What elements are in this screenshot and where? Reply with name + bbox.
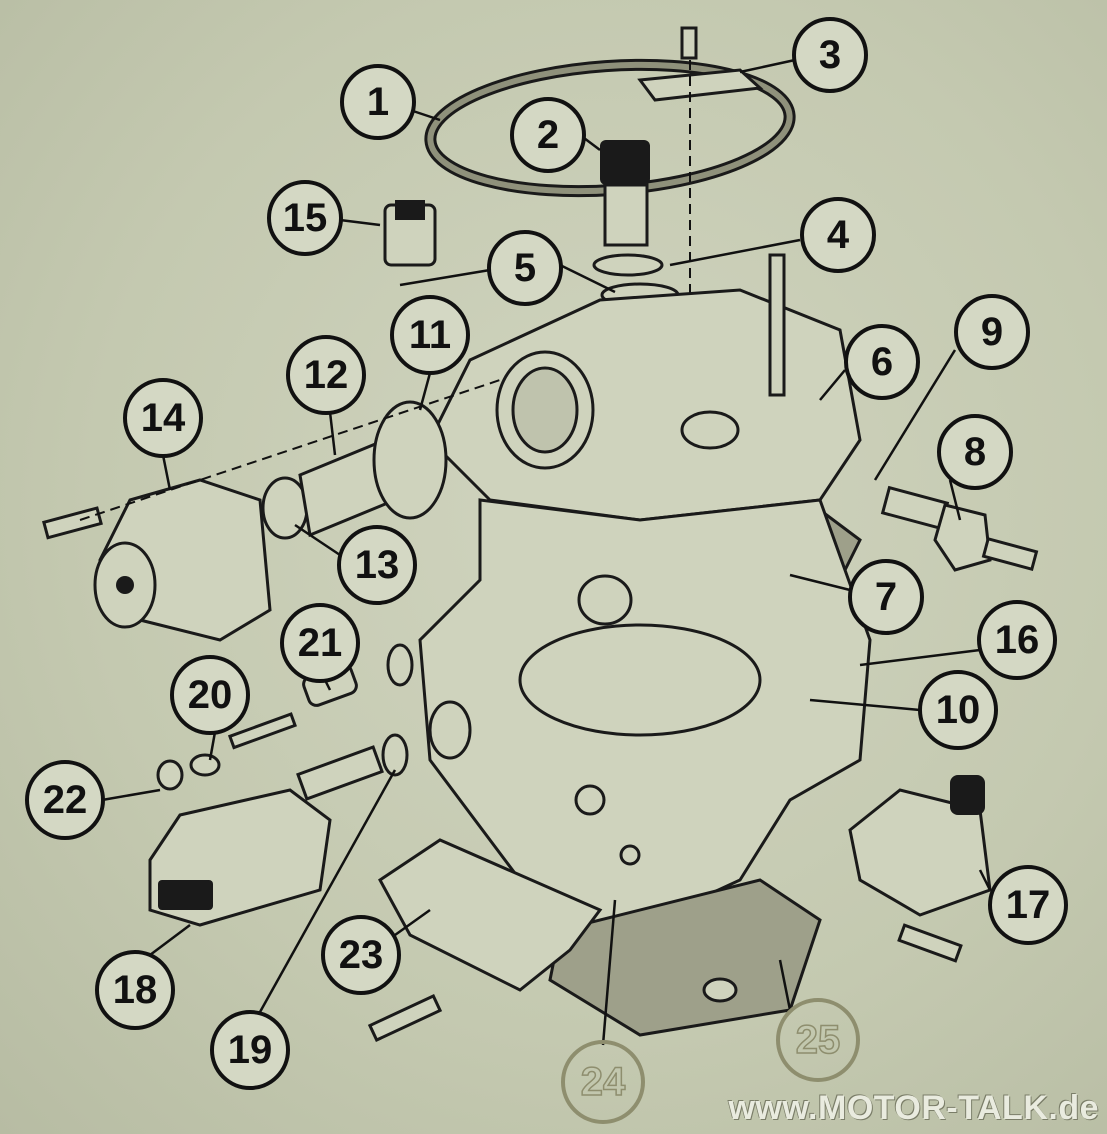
svg-text:20: 20 — [188, 673, 233, 717]
svg-text:11: 11 — [409, 313, 451, 357]
svg-text:10: 10 — [936, 688, 981, 732]
callout-23: 23 — [321, 915, 401, 995]
callout-15: 15 — [267, 180, 343, 256]
svg-text:2: 2 — [537, 113, 559, 157]
callout-25: 25 — [776, 998, 860, 1082]
watermark: www.MOTOR-TALK.de — [728, 1089, 1099, 1127]
callout-22: 22 — [25, 760, 105, 840]
callout-3: 3 — [792, 17, 868, 93]
callout-8: 8 — [937, 414, 1013, 490]
callout-18: 18 — [95, 950, 175, 1030]
callout-11: 11 — [390, 295, 470, 375]
svg-text:23: 23 — [339, 933, 384, 977]
callout-7: 7 — [848, 559, 924, 635]
svg-text:22: 22 — [43, 778, 88, 822]
callout-1: 1 — [340, 64, 416, 140]
callout-4: 4 — [800, 197, 876, 273]
svg-text:4: 4 — [827, 213, 850, 257]
svg-text:13: 13 — [355, 543, 400, 587]
callout-21: 21 — [280, 603, 360, 683]
svg-text:24: 24 — [581, 1060, 626, 1104]
svg-text:1: 1 — [367, 80, 389, 124]
svg-text:17: 17 — [1006, 883, 1051, 927]
callout-20: 20 — [170, 655, 250, 735]
svg-text:16: 16 — [995, 618, 1040, 662]
svg-text:21: 21 — [298, 621, 343, 665]
callout-17: 17 — [988, 865, 1068, 945]
svg-text:25: 25 — [796, 1018, 841, 1062]
callout-13: 13 — [337, 525, 417, 605]
svg-text:6: 6 — [871, 340, 893, 384]
svg-text:14: 14 — [141, 396, 186, 440]
callout-2: 2 — [510, 97, 586, 173]
svg-text:9: 9 — [981, 310, 1003, 354]
svg-text:15: 15 — [283, 196, 328, 240]
callout-5: 5 — [487, 230, 563, 306]
callouts: 1 2 3 4 5 6 7 8 9 10 11 12 13 14 15 16 1… — [25, 17, 1068, 1124]
callout-9: 9 — [954, 294, 1030, 370]
parts-drawing — [42, 26, 1039, 1046]
svg-text:5: 5 — [514, 246, 536, 290]
callout-19: 19 — [210, 1010, 290, 1090]
svg-text:8: 8 — [964, 430, 986, 474]
svg-text:18: 18 — [113, 968, 158, 1012]
svg-text:3: 3 — [819, 33, 841, 77]
callout-12: 12 — [286, 335, 366, 415]
callout-16: 16 — [977, 600, 1057, 680]
callout-14: 14 — [123, 378, 203, 458]
svg-text:19: 19 — [228, 1028, 273, 1072]
callout-24: 24 — [561, 1040, 645, 1124]
svg-text:12: 12 — [304, 353, 349, 397]
callout-10: 10 — [918, 670, 998, 750]
callout-6: 6 — [844, 324, 920, 400]
svg-text:7: 7 — [875, 575, 897, 619]
